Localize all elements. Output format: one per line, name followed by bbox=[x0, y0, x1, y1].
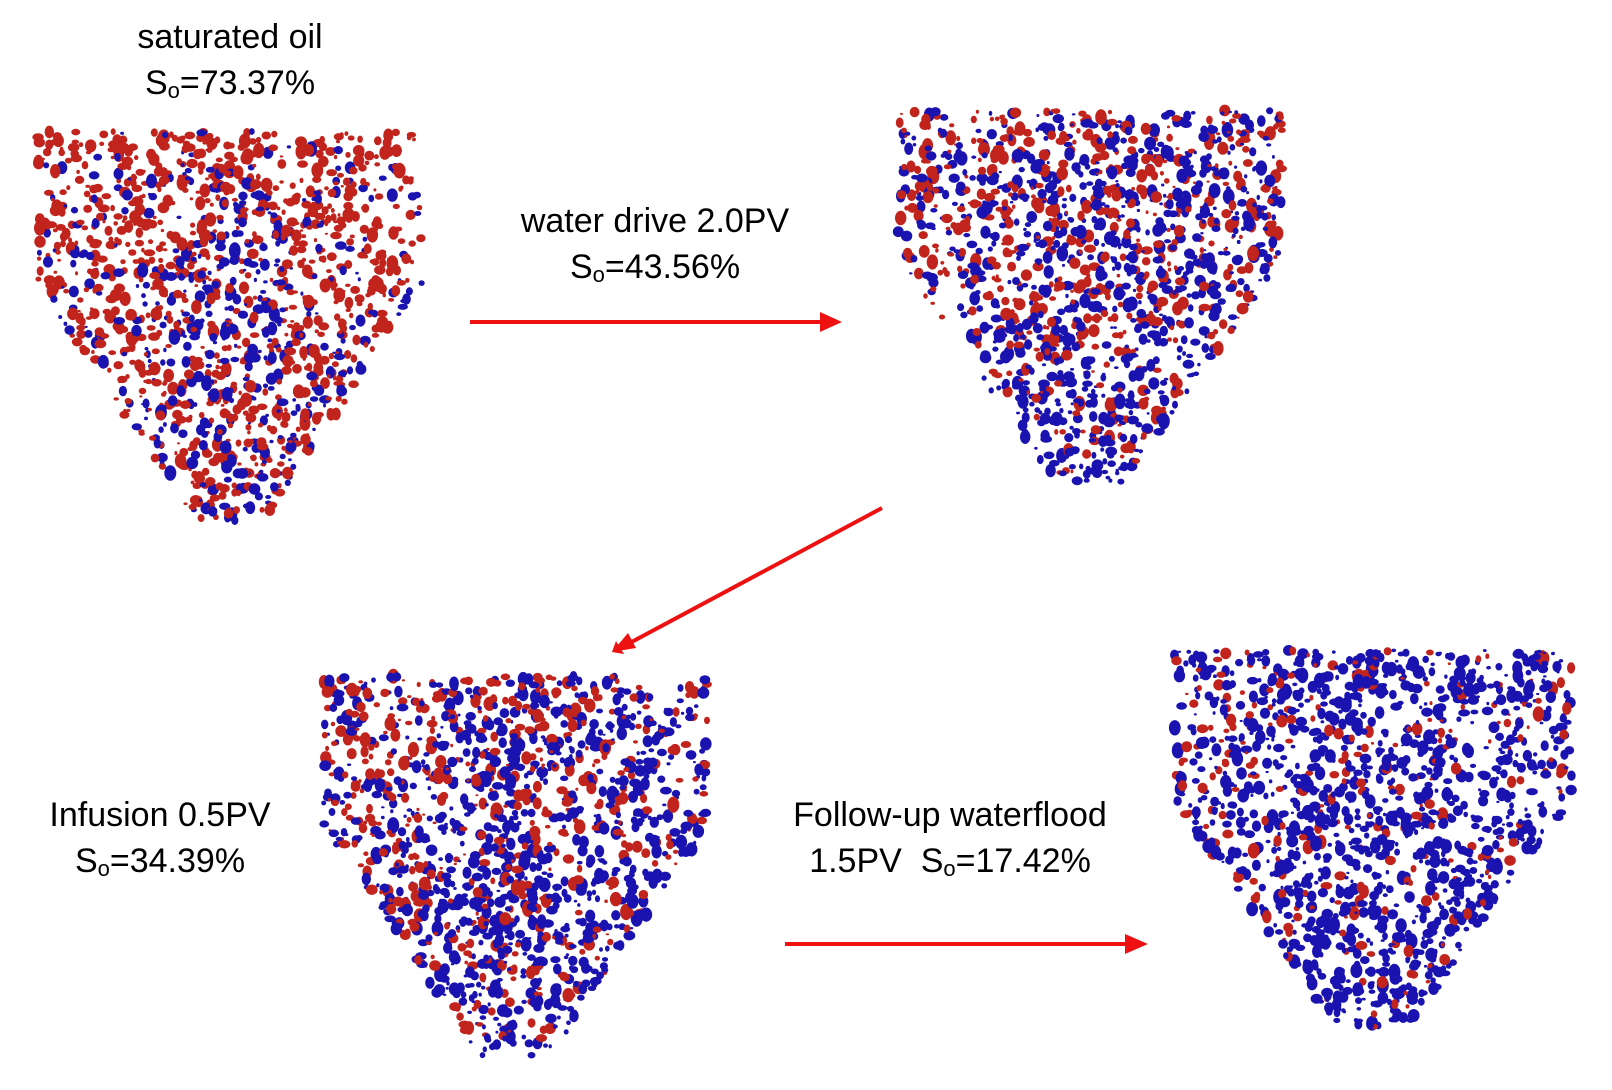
follow-up-waterflood-label: Follow-up waterflood 1.5PV So=17.42% bbox=[760, 792, 1140, 884]
water-drive-label: water drive 2.0PV So=43.56% bbox=[480, 198, 830, 290]
saturated-oil-label: saturated oil So=73.37% bbox=[110, 14, 350, 106]
stage-title: water drive 2.0PV bbox=[520, 202, 790, 240]
oil-saturation-value: 1.5PV So=17.42% bbox=[809, 842, 1091, 881]
oil-saturation-value: So=34.39% bbox=[74, 842, 246, 881]
arrow-follow-up-waterflood bbox=[785, 934, 1148, 954]
pore-network-cube-water-drive bbox=[892, 104, 1287, 486]
pore-blobs bbox=[32, 125, 426, 525]
infusion-label: Infusion 0.5PV So=34.39% bbox=[20, 792, 300, 884]
oil-saturation-value: So=43.56% bbox=[569, 248, 741, 287]
pore-blobs bbox=[1168, 645, 1577, 1031]
arrow-to-infusion bbox=[612, 506, 883, 654]
stage-title: Infusion 0.5PV bbox=[49, 796, 271, 834]
pore-blobs bbox=[318, 668, 712, 1059]
pore-network-cube-infusion bbox=[318, 668, 712, 1059]
pore-network-cube-follow-up-waterflood bbox=[1168, 645, 1577, 1031]
stage-title: saturated oil bbox=[137, 18, 323, 56]
arrow-water-drive bbox=[470, 312, 842, 332]
pore-blobs bbox=[892, 104, 1287, 486]
pore-network-cube-saturated-oil bbox=[32, 125, 426, 525]
oil-saturation-value: So=73.37% bbox=[144, 64, 316, 103]
stage-title: Follow-up waterflood bbox=[793, 796, 1107, 834]
